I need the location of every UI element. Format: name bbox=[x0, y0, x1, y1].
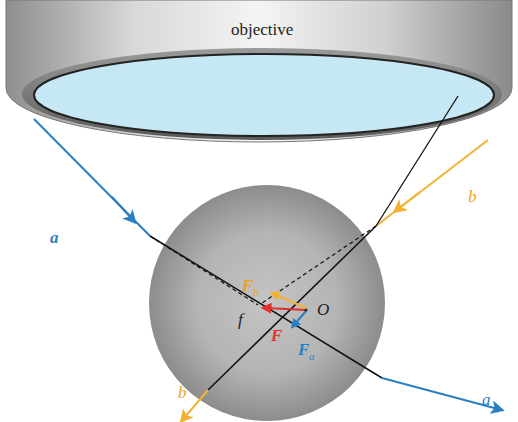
force-label: F bbox=[242, 277, 253, 294]
force-subscript: a bbox=[309, 351, 315, 362]
objective-lens: objective bbox=[231, 20, 293, 40]
focus-label: f bbox=[238, 311, 243, 328]
force-label: F bbox=[298, 341, 309, 358]
ray-label: b bbox=[178, 384, 187, 401]
ray-label: a bbox=[482, 391, 491, 408]
center-label: O bbox=[317, 301, 329, 318]
force-subscript: b bbox=[253, 287, 259, 298]
ray-label: b bbox=[468, 188, 477, 205]
ray-label: a bbox=[50, 229, 59, 246]
component-name: objective bbox=[231, 20, 293, 40]
force-label: F bbox=[271, 327, 282, 344]
